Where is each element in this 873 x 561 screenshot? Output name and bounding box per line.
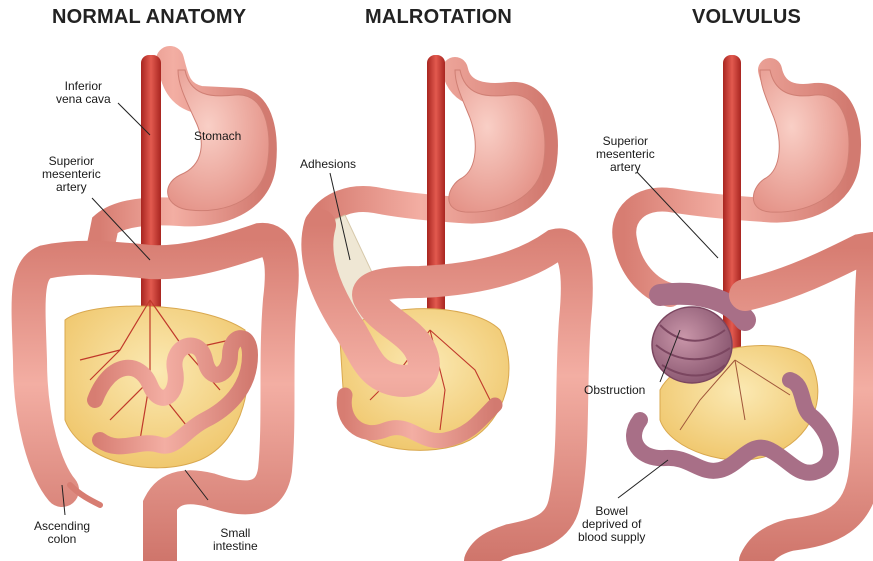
inferior-vena-cava [427, 55, 445, 345]
label-ascending-colon: Ascending colon [34, 520, 90, 546]
label-stomach: Stomach [194, 130, 241, 143]
label-bowel-deprived: Bowel deprived of blood supply [578, 505, 645, 544]
panel-normal-anatomy [29, 55, 282, 561]
panel-volvulus [624, 55, 873, 561]
label-small-intestine: Small intestine [213, 527, 258, 553]
label-superior-mesenteric-artery: Superior mesenteric artery [42, 155, 101, 194]
label-superior-mesenteric-artery-volvulus: Superior mesenteric artery [596, 135, 655, 174]
label-obstruction: Obstruction [584, 384, 645, 397]
label-adhesions: Adhesions [300, 158, 356, 171]
label-inferior-vena-cava: Inferior vena cava [56, 80, 111, 106]
panel-malrotation [317, 55, 576, 561]
